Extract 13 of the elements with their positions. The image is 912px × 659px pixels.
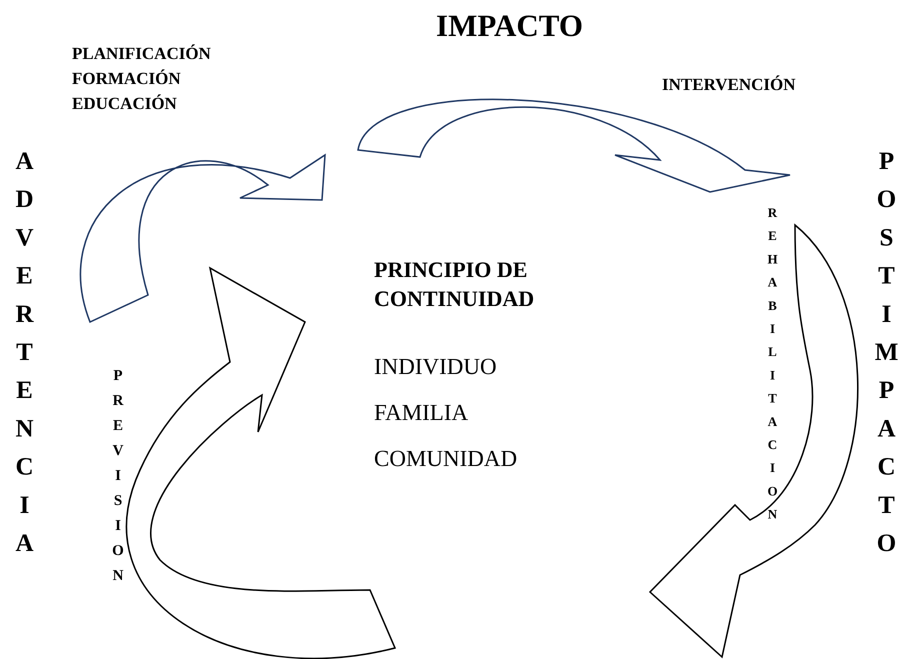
vertical-stage-label: ADVERTENCIA (10, 148, 38, 568)
center-item: INDIVIDUO (374, 354, 497, 380)
vertical-phase-label: PREVISION (109, 368, 126, 593)
center-item: FAMILIA (374, 400, 468, 426)
phase-label: FORMACIÓN (72, 69, 181, 89)
center-heading: PRINCIPIO DE CONTINUIDAD (374, 256, 536, 313)
center-item: COMUNIDAD (374, 446, 518, 472)
phase-label: PLANIFICACIÓN (72, 44, 211, 64)
vertical-stage-label: POSTIMPACTO (872, 148, 900, 568)
phase-label: INTERVENCIÓN (662, 75, 796, 95)
phase-label: EDUCACIÓN (72, 94, 177, 114)
vertical-phase-label: REHABILITACION (764, 205, 780, 530)
title: IMPACTO (436, 8, 583, 44)
